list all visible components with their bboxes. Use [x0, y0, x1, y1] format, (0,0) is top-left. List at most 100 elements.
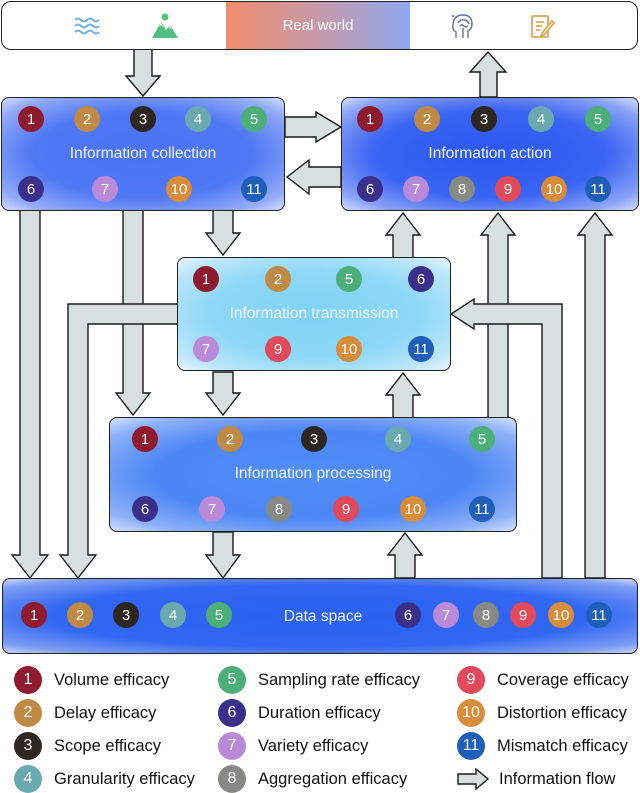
arrow-transmission-to-dataspace	[58, 303, 179, 580]
efficacy-badge-6: 6	[408, 266, 434, 292]
legend-item: 1 Volume efficacy	[14, 666, 169, 694]
efficacy-badge-4: 4	[185, 106, 211, 132]
efficacy-badge-3: 3	[14, 732, 42, 760]
efficacy-badge-4: 4	[385, 426, 411, 452]
legend-item: 10 Distortion efficacy	[457, 699, 627, 727]
legend-label: Aggregation efficacy	[258, 769, 408, 788]
efficacy-badge-11: 11	[585, 176, 611, 202]
efficacy-badge-7: 7	[433, 602, 459, 628]
efficacy-badge-4: 4	[528, 106, 554, 132]
efficacy-badge-3: 3	[130, 106, 156, 132]
efficacy-badge-9: 9	[457, 666, 485, 694]
efficacy-badge-11: 11	[469, 496, 495, 522]
notepad-pencil-icon	[531, 15, 556, 38]
efficacy-badge-9: 9	[333, 496, 359, 522]
data-space-title: Data space	[283, 608, 363, 625]
efficacy-badge-7: 7	[199, 496, 225, 522]
arrow-dataspace-to-transmission	[449, 297, 563, 579]
arrow-action-to-realworld	[468, 50, 508, 98]
efficacy-badge-10: 10	[400, 496, 426, 522]
information-processing-title: Information processing	[234, 465, 392, 482]
efficacy-badge-1: 1	[132, 426, 158, 452]
efficacy-badge-1: 1	[193, 266, 219, 292]
efficacy-badge-9: 9	[265, 336, 291, 362]
efficacy-badge-7: 7	[403, 176, 429, 202]
efficacy-badge-11: 11	[408, 336, 434, 362]
efficacy-badge-2: 2	[74, 106, 100, 132]
efficacy-badge-8: 8	[473, 602, 499, 628]
efficacy-badge-6: 6	[357, 176, 383, 202]
efficacy-badge-2: 2	[265, 266, 291, 292]
legend-item: 3 Scope efficacy	[14, 732, 161, 760]
efficacy-badge-2: 2	[217, 426, 243, 452]
arrow-dataspace-to-processing	[386, 531, 424, 579]
brain-head-icon	[452, 14, 473, 38]
efficacy-badge-2: 2	[67, 602, 93, 628]
legend-label: Distortion efficacy	[497, 703, 627, 722]
efficacy-badge-5: 5	[206, 602, 232, 628]
efficacy-badge-6: 6	[395, 602, 421, 628]
efficacy-badge-8: 8	[449, 176, 475, 202]
efficacy-badge-10: 10	[166, 176, 192, 202]
efficacy-badge-11: 11	[457, 732, 485, 760]
arrow-realworld-to-collection	[124, 43, 162, 98]
arrow-action-to-collection	[285, 158, 342, 196]
real-world-bar: Real world	[1, 1, 638, 50]
efficacy-badge-1: 1	[14, 666, 42, 694]
information-action-title: Information action	[428, 145, 552, 162]
arrow-collection-to-action	[284, 110, 343, 144]
efficacy-badge-9: 9	[495, 176, 521, 202]
arrow-transmission-to-processing	[204, 371, 242, 417]
efficacy-badge-4: 4	[160, 602, 186, 628]
arrow-collection-to-dataspace-left	[10, 209, 50, 580]
legend-label: Sampling rate efficacy	[258, 670, 421, 689]
efficacy-badge-3: 3	[471, 106, 497, 132]
legend-item: 11 Mismatch efficacy	[457, 732, 628, 760]
efficacy-badge-3: 3	[301, 426, 327, 452]
efficacy-badge-11: 11	[586, 602, 612, 628]
efficacy-badge-2: 2	[14, 699, 42, 727]
efficacy-badge-6: 6	[218, 699, 246, 727]
efficacy-badge-10: 10	[548, 602, 574, 628]
arrow-processing-to-transmission	[384, 371, 422, 421]
efficacy-badge-1: 1	[18, 106, 44, 132]
arrow-transmission-to-action	[384, 211, 422, 259]
efficacy-badge-5: 5	[336, 266, 362, 292]
efficacy-badge-10: 10	[336, 336, 362, 362]
legend-item: Information flow	[457, 765, 615, 793]
efficacy-badge-5: 5	[469, 426, 495, 452]
legend-item: 6 Duration efficacy	[218, 699, 381, 727]
legend-label: Volume efficacy	[54, 670, 170, 689]
efficacy-badge-7: 7	[218, 732, 246, 760]
legend-label: Scope efficacy	[54, 736, 162, 755]
efficacy-badge-7: 7	[193, 336, 219, 362]
legend-label: Variety efficacy	[258, 736, 369, 755]
efficacy-badge-4: 4	[14, 765, 42, 793]
legend-label: Duration efficacy	[258, 703, 381, 722]
arrow-right-icon	[457, 768, 489, 790]
information-collection-title: Information collection	[69, 145, 217, 162]
efficacy-badge-1: 1	[21, 602, 47, 628]
efficacy-badge-11: 11	[241, 176, 267, 202]
efficacy-badge-5: 5	[241, 106, 267, 132]
information-transmission-title: Information transmission	[229, 305, 399, 322]
efficacy-badge-10: 10	[457, 699, 485, 727]
arrow-processing-to-dataspace	[204, 531, 242, 580]
legend-item: 7 Variety efficacy	[218, 732, 368, 760]
efficacy-badge-5: 5	[218, 666, 246, 694]
efficacy-badge-3: 3	[113, 602, 139, 628]
water-waves-icon	[74, 17, 100, 35]
efficacy-badge-7: 7	[92, 176, 118, 202]
legend-item: 5 Sampling rate efficacy	[218, 666, 420, 694]
information-transmission-box: Information transmission 1 2 5 6 7 9 10 11	[177, 257, 451, 371]
arrow-collection-to-transmission	[204, 209, 242, 257]
efficacy-badge-5: 5	[585, 106, 611, 132]
legend-label: Mismatch efficacy	[497, 736, 628, 755]
